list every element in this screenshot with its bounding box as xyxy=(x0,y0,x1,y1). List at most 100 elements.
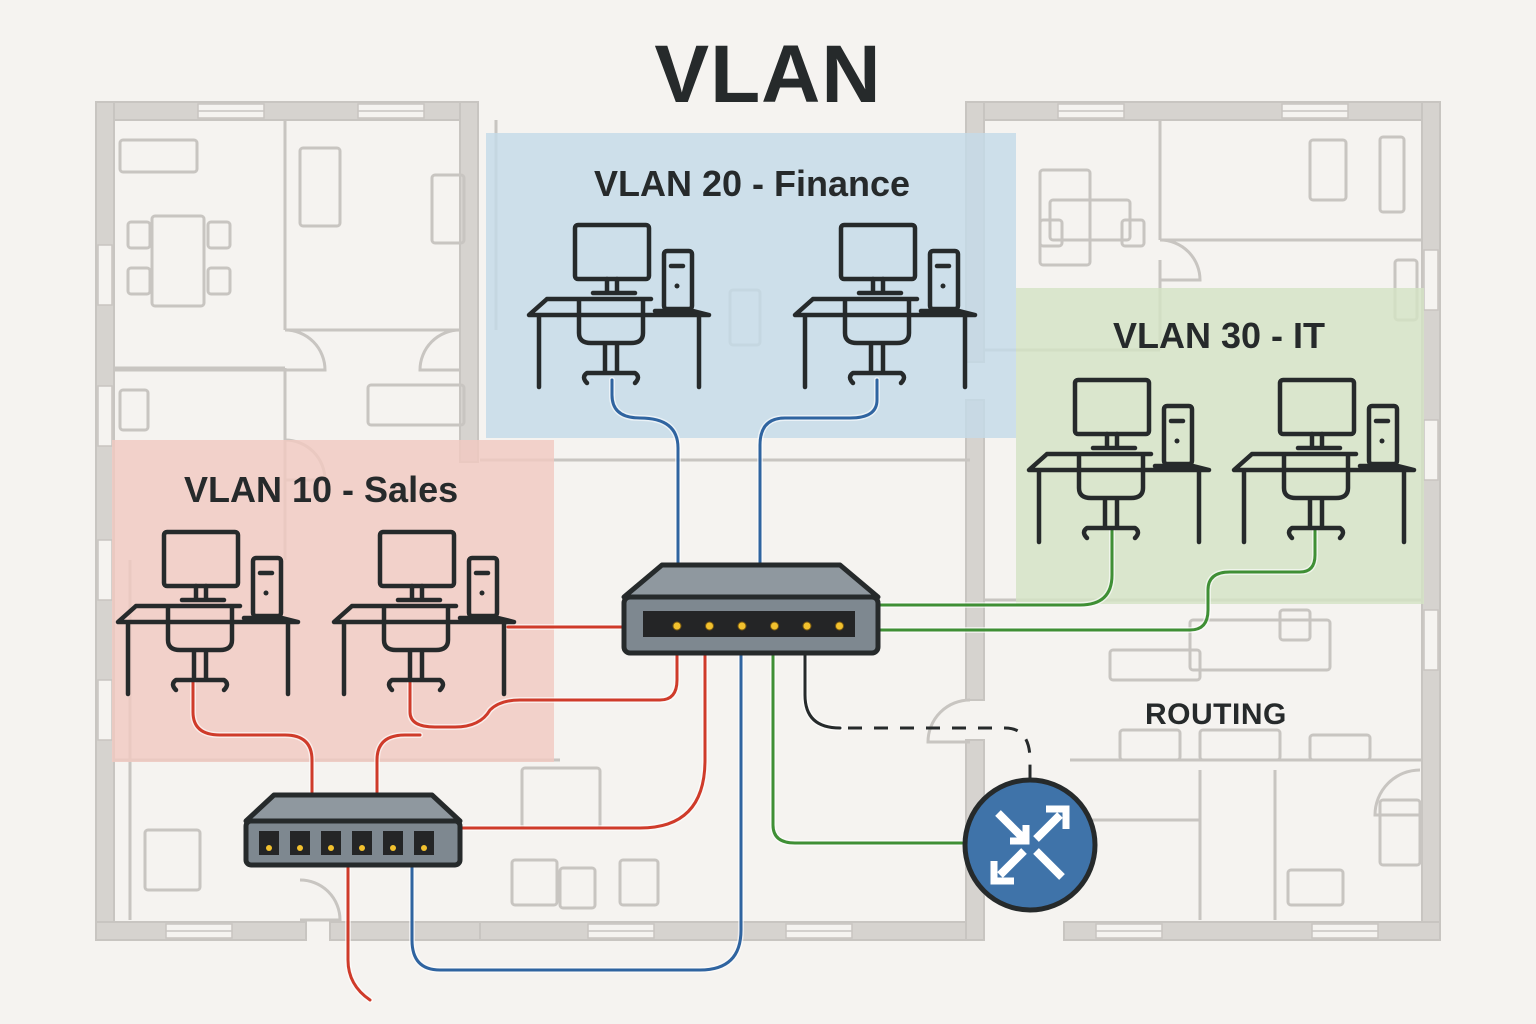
switch-port xyxy=(352,831,372,855)
port-led xyxy=(835,621,844,631)
furniture xyxy=(1286,868,1345,907)
door-swing xyxy=(284,328,327,372)
chair xyxy=(206,266,232,296)
desk-top xyxy=(331,603,517,625)
port-led xyxy=(737,621,747,631)
desk-top xyxy=(792,296,978,318)
window xyxy=(1423,249,1439,311)
workstation-it-2 xyxy=(1231,377,1417,545)
port-led xyxy=(390,845,396,851)
arrow-head xyxy=(1010,825,1030,845)
switch-top xyxy=(243,792,463,824)
port-led xyxy=(770,621,779,631)
cable-sales-1 xyxy=(191,678,314,794)
port-led xyxy=(705,621,714,631)
furniture xyxy=(1308,733,1372,762)
arrow-head xyxy=(1046,805,1070,829)
chair xyxy=(126,220,152,250)
chair-base xyxy=(386,677,446,693)
chair-icon xyxy=(842,298,912,346)
chair-icon xyxy=(576,298,646,346)
chair xyxy=(126,266,152,296)
desk-top xyxy=(1026,451,1212,473)
window xyxy=(97,385,113,447)
cable-it-1 xyxy=(878,528,1114,607)
cable-router-uplink xyxy=(771,626,964,845)
chair xyxy=(1120,218,1146,248)
arrow-head xyxy=(990,861,1014,885)
port-led xyxy=(421,845,427,851)
port-led xyxy=(328,845,334,851)
chair-base xyxy=(581,370,641,386)
core-switch xyxy=(621,562,881,656)
pc-tower-icon xyxy=(466,555,500,619)
arrow-out-sw xyxy=(997,848,1027,878)
port-led xyxy=(672,621,682,631)
cable-router-trunk-solid xyxy=(803,626,842,730)
chair xyxy=(1038,218,1064,248)
pc-tower-icon xyxy=(927,248,961,312)
port-led xyxy=(359,845,365,851)
window xyxy=(97,244,113,306)
furniture xyxy=(1278,608,1312,642)
workstation-finance-1 xyxy=(526,222,712,390)
furniture xyxy=(143,828,202,892)
chair-base xyxy=(847,370,907,386)
cable-sales-access xyxy=(375,733,422,794)
monitor-icon xyxy=(1072,377,1152,437)
furniture xyxy=(1188,618,1332,672)
pc-power-led xyxy=(674,283,680,289)
switch-port xyxy=(414,831,434,855)
desk-top xyxy=(526,296,712,318)
furniture xyxy=(618,858,660,907)
cable-it-2 xyxy=(878,528,1317,632)
furniture xyxy=(1378,135,1406,214)
pc-power-led xyxy=(1174,438,1180,444)
chair-base xyxy=(170,677,230,693)
chair-icon xyxy=(381,605,451,653)
window xyxy=(1423,609,1439,671)
monitor-icon xyxy=(161,529,241,589)
furniture xyxy=(118,138,199,174)
pc-tower-icon xyxy=(661,248,695,312)
furniture xyxy=(510,858,559,907)
diagram-title: VLAN xyxy=(654,29,882,120)
monitor-icon xyxy=(572,222,652,282)
pc-tower-icon xyxy=(250,555,284,619)
workstation-it-1 xyxy=(1026,377,1212,545)
furniture xyxy=(1308,138,1348,202)
door-swing xyxy=(418,328,461,372)
cable-finance-1 xyxy=(610,378,680,567)
port-led xyxy=(297,845,303,851)
cable-router-trunk-dashed xyxy=(848,726,1032,780)
arrow-in-nw xyxy=(995,810,1027,842)
desk-top xyxy=(1231,451,1417,473)
chair-icon xyxy=(1281,453,1351,501)
door-swing xyxy=(1373,768,1421,817)
pc-power-led xyxy=(940,283,946,289)
router-icon xyxy=(962,777,1098,913)
desk-top xyxy=(115,603,301,625)
cable-blue-trunk xyxy=(410,626,743,972)
workstation-sales-1 xyxy=(115,529,301,697)
door-swing xyxy=(1159,238,1202,282)
chair xyxy=(206,220,232,250)
furniture xyxy=(430,173,466,245)
monitor-icon xyxy=(838,222,918,282)
routing-label: ROUTING xyxy=(1145,698,1287,731)
cable-sales-2 xyxy=(408,626,679,729)
chair-base xyxy=(1081,525,1141,541)
cable-red-exit xyxy=(346,866,372,1002)
arrow-out-se xyxy=(1033,848,1065,880)
finance-zone xyxy=(486,133,1016,438)
pc-power-led xyxy=(479,590,485,596)
furniture xyxy=(366,383,466,427)
arrow-out-ne xyxy=(1033,812,1063,842)
pc-power-led xyxy=(263,590,269,596)
furniture xyxy=(298,146,342,228)
pc-tower-icon xyxy=(1161,403,1195,467)
workstation-sales-2 xyxy=(331,529,517,697)
door-swing xyxy=(926,698,971,744)
